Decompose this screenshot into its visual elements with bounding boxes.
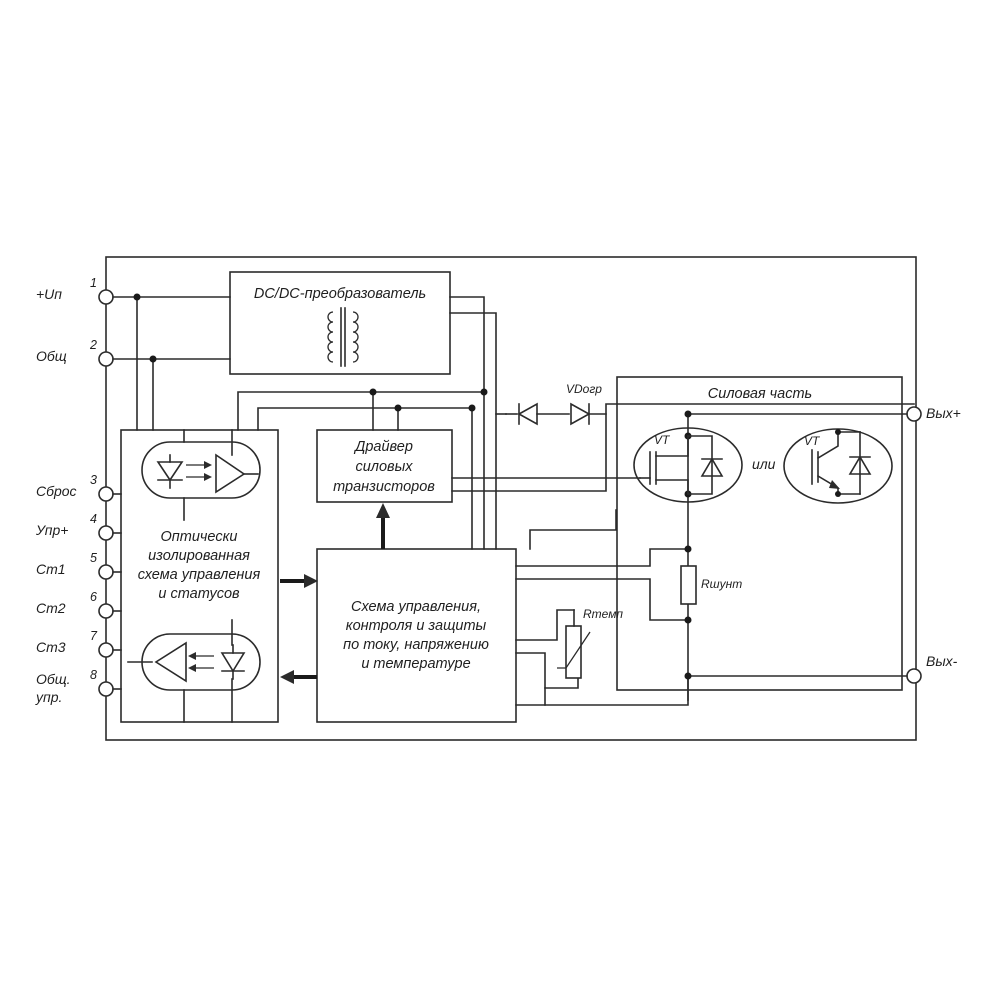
arrow-control-to-opto-head [280,670,294,684]
driver-block: Драйвер силовых транзисторов [316,429,453,503]
terminal-5-label: Ст1 [36,561,66,577]
terminal-6[interactable] [98,603,114,619]
terminal-3-label: Сброс [36,483,77,499]
or-label: или [752,456,776,472]
mosfet-vt: VT [633,427,743,503]
dcdc-converter-block: DC/DC-преобразователь [229,271,451,375]
terminal-8[interactable] [98,681,114,697]
rshunt-label: Rшунт [701,577,742,591]
vt-igbt-label: VT [804,434,821,448]
transformer-icon [327,307,359,367]
terminal-8-label-2: упр. [35,689,62,705]
igbt-vt: VT [783,428,893,504]
thermistor: Rтемп [557,607,623,679]
driver-label-2: силовых [355,459,413,475]
terminal-out-minus[interactable] [906,668,922,684]
terminal-3-number: 3 [90,473,97,487]
control-protection-block: Схема управления, контроля и защиты по т… [316,548,517,723]
optocoupler-status-icon [127,633,261,691]
left-terminals: +Uп Общ Сброс Упр+ Ст1 Ст2 Ст3 Общ. упр.… [35,276,114,705]
body-diode-icon [848,455,872,475]
shunt-resistor: Rшунт [680,565,742,605]
wiring [112,296,915,723]
vd-label: VDогр [566,382,602,396]
opto-label-1: Оптически [161,529,238,545]
rtemp-label: Rтемп [583,607,623,621]
terminal-out-plus[interactable] [906,406,922,422]
optocoupler-input-icon [141,441,261,499]
power-section-label: Силовая часть [708,386,812,402]
terminal-7[interactable] [98,642,114,658]
arrow-opto-to-control-head [304,574,318,588]
mosfet-enclosure [633,427,743,503]
control-label-4: и температуре [361,656,470,672]
terminal-2-label: Общ [36,348,67,364]
terminal-8-number: 8 [90,668,97,682]
opto-label-2: изолированная [148,548,250,564]
terminal-1[interactable] [98,289,114,305]
terminal-1-label: +Uп [36,286,62,302]
diode-icon [570,402,591,426]
out-minus-label: Вых- [926,653,958,669]
vd-limiter-diodes: VDогр [505,382,607,426]
terminal-7-number: 7 [90,629,98,643]
terminal-2[interactable] [98,351,114,367]
opto-label-4: и статусов [158,586,240,602]
control-label-3: по току, напряжению [343,637,489,653]
terminal-4[interactable] [98,525,114,541]
driver-label-3: транзисторов [333,479,435,495]
terminal-4-label: Упр+ [35,522,68,538]
terminal-5[interactable] [98,564,114,580]
opto-label-3: схема управления [138,567,261,583]
terminal-8-label-1: Общ. [36,671,71,687]
right-terminals: Вых+ Вых- [906,405,961,684]
terminal-7-label: Ст3 [36,639,66,655]
control-label-2: контроля и защиты [346,618,487,634]
terminal-6-label: Ст2 [36,600,66,616]
control-label-1: Схема управления, [351,599,481,615]
terminal-3[interactable] [98,486,114,502]
terminal-5-number: 5 [90,551,97,565]
terminal-2-number: 2 [89,338,97,352]
opto-isolated-block: Оптически изолированная схема управления… [120,429,279,723]
terminal-1-number: 1 [90,276,97,290]
vt-mosfet-label: VT [654,433,671,447]
arrow-control-to-driver-head [376,503,390,518]
dcdc-label: DC/DC-преобразователь [254,286,426,302]
power-section-block: Силовая часть [616,376,903,691]
terminal-6-number: 6 [90,590,97,604]
out-plus-label: Вых+ [926,405,961,421]
terminal-4-number: 4 [90,512,97,526]
body-diode-icon [700,457,724,477]
driver-label-1: Драйвер [353,439,413,455]
signal-arrows [280,503,390,684]
